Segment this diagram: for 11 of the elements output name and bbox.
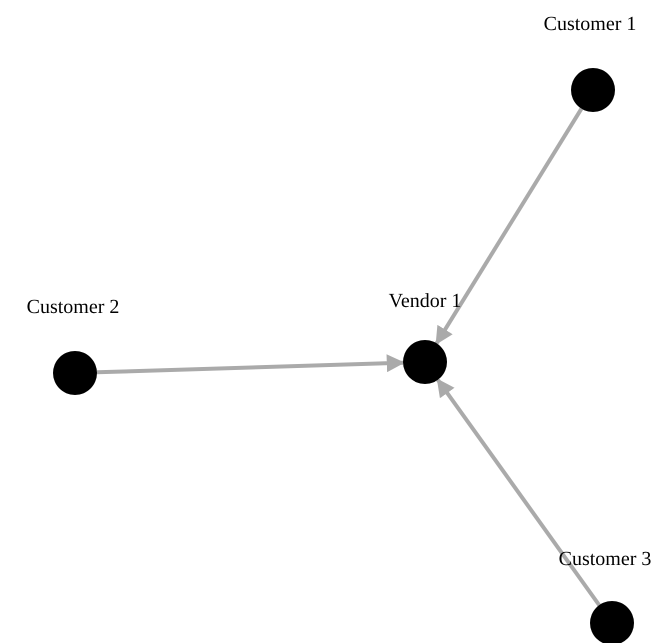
arrow [436,378,601,606]
node-circle [590,601,634,643]
node-label: Customer 1 [544,13,636,36]
node-label: Customer 2 [26,296,120,319]
node-circle [571,68,615,112]
node-circle [53,351,97,395]
node-circle [403,340,447,384]
arrow [96,354,405,374]
node-label: Vendor 1 [388,290,462,313]
arrow [434,108,584,345]
node-label: Customer 3 [558,548,652,571]
